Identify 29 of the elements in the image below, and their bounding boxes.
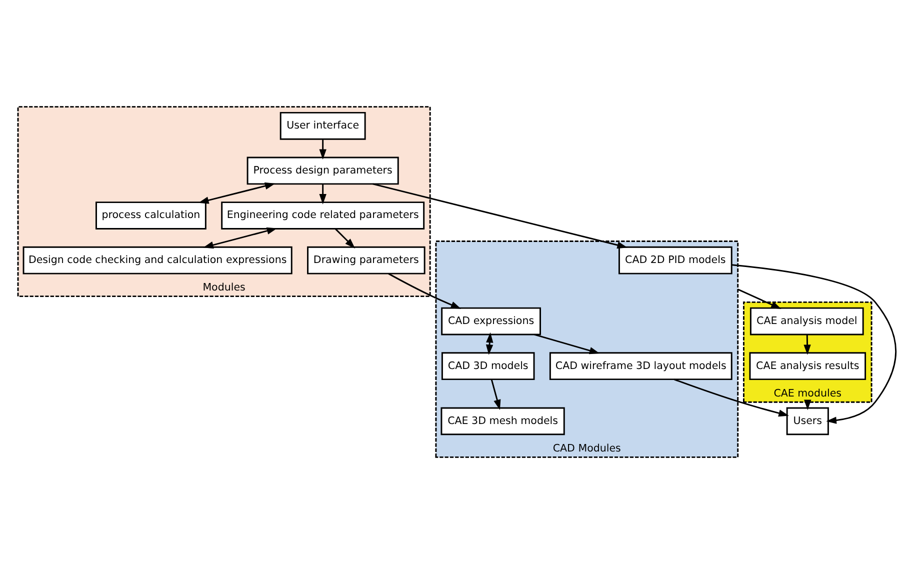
node-box: CAD expressions <box>441 307 541 336</box>
arrow <box>738 288 782 309</box>
node-box: CAE analysis model <box>750 307 864 336</box>
arrow <box>732 264 897 424</box>
arrow <box>486 332 494 355</box>
arrow <box>804 400 812 410</box>
arrow <box>804 334 811 355</box>
node-box: CAD 2D PID models <box>618 246 732 274</box>
node-box: Design code checking and calculation expressions <box>22 246 292 274</box>
node-box: CAE analysis results <box>749 352 866 380</box>
node-box: CAE 3D mesh models <box>440 407 565 436</box>
arrow <box>203 227 278 249</box>
arrow <box>319 184 326 204</box>
node-box: CAD 3D models <box>441 352 535 380</box>
node-box: Engineering code related parameters <box>221 202 425 230</box>
arrow <box>388 273 462 309</box>
arrow <box>490 379 501 410</box>
node-box: User interface <box>280 112 366 140</box>
arrow <box>198 182 276 204</box>
node-box: process calculation <box>96 202 206 230</box>
node-box: Drawing parameters <box>307 246 426 274</box>
node-box: Process design parameters <box>246 156 399 185</box>
arrow <box>674 378 789 417</box>
node-box: Users <box>786 407 829 436</box>
arrow <box>372 183 628 249</box>
arrow <box>334 228 356 249</box>
node-box: CAD wireframe 3D layout models <box>549 352 732 380</box>
arrow <box>534 334 600 354</box>
arrow <box>319 139 326 160</box>
